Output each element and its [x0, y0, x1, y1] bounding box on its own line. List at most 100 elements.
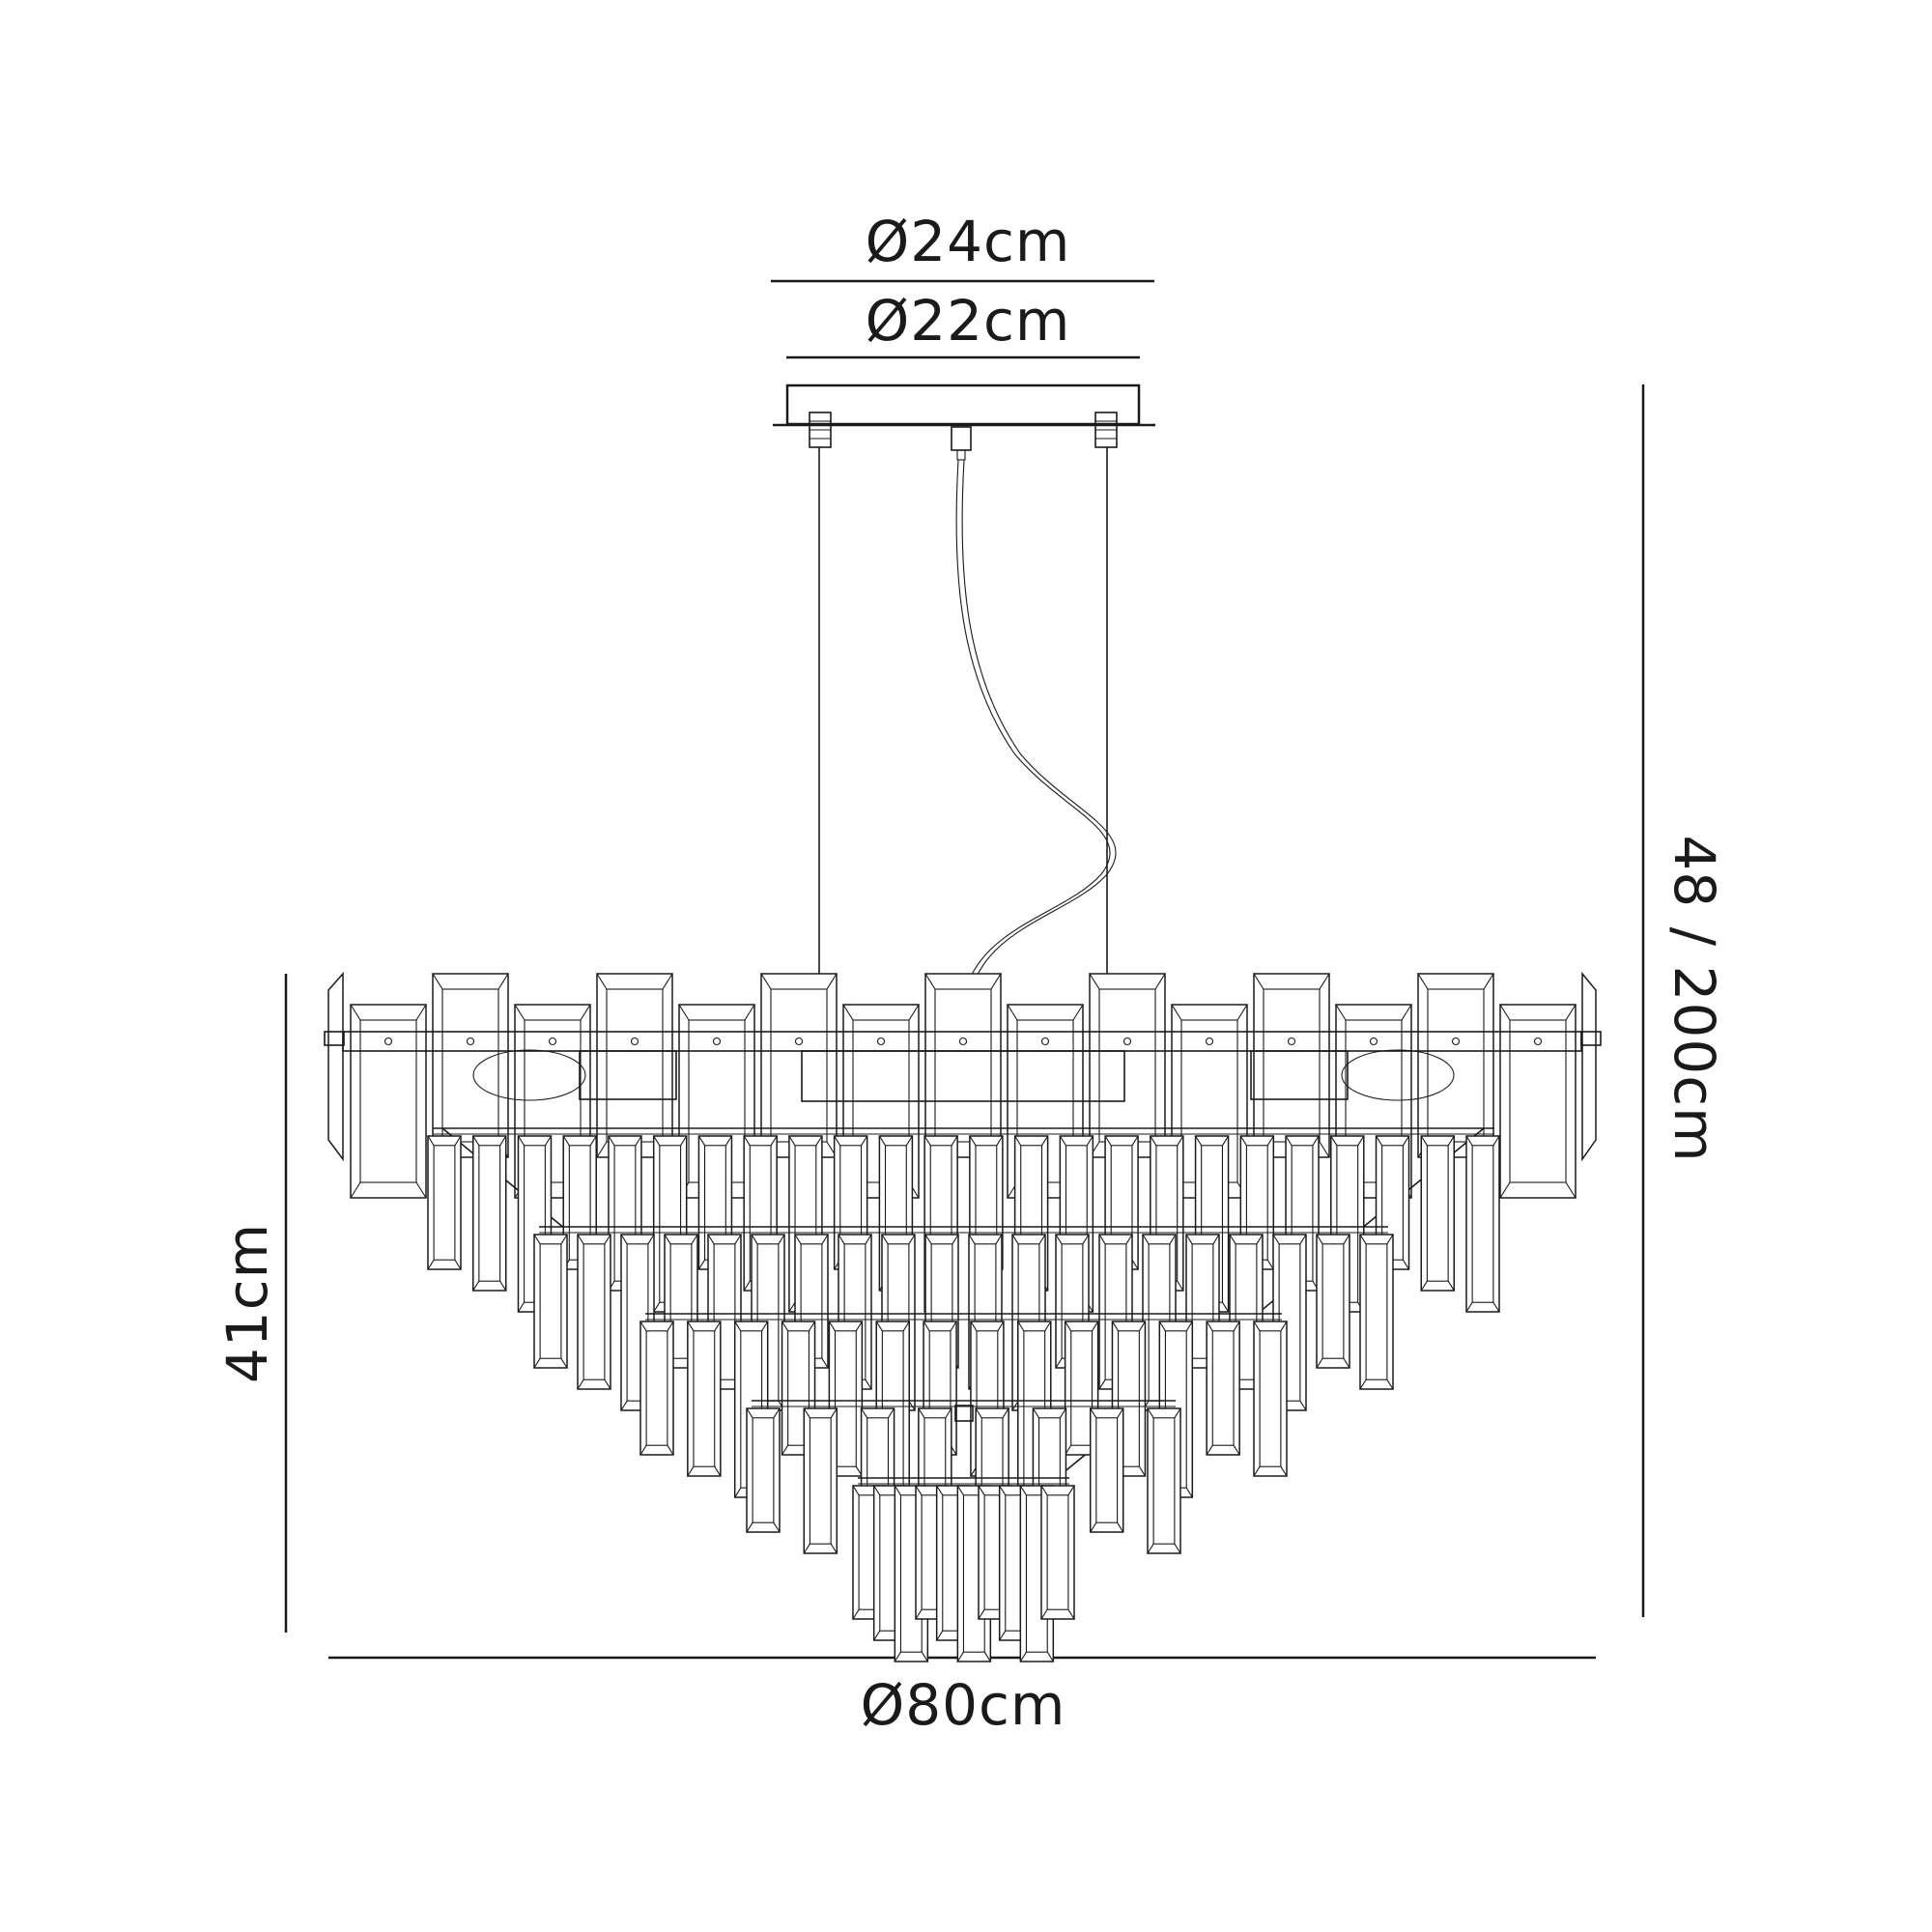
- crystal-tier-1-edge: [580, 1004, 591, 1021]
- crystal-tier-4-edge: [1092, 1321, 1099, 1332]
- canopy-outer-diameter-label: Ø24cm: [866, 209, 1071, 274]
- crystal-tier-3-edge: [1125, 1234, 1133, 1245]
- crystal-tier-1-facet: [1345, 1019, 1403, 1183]
- crystal-tier-1-edge: [350, 1004, 361, 1021]
- crystal-tier-2-edge: [1285, 1135, 1293, 1147]
- crystal-tier-1-edge: [1171, 1004, 1182, 1021]
- crystal-tier-5-facet: [1152, 1417, 1176, 1545]
- crystal-tier-3-edge: [1316, 1234, 1323, 1245]
- crystal-tier-2-edge: [1312, 1135, 1320, 1147]
- crystal-tier-6-edge: [921, 1651, 928, 1662]
- crystal-tier-1: [760, 973, 838, 1158]
- overall-drop-label: 48 / 200cm: [1662, 835, 1727, 1162]
- crystal-tier-1-edge: [415, 1181, 427, 1199]
- crystal-tier-6-edge: [873, 1485, 881, 1496]
- crystal-tier-1-edge: [596, 973, 608, 990]
- crystal-tier-4: [687, 1321, 722, 1477]
- crystal-tier-6-edge: [999, 1630, 1007, 1641]
- frame-screw: [794, 1037, 804, 1046]
- crystal-tier-4-edge: [1185, 1321, 1193, 1332]
- frame-screw: [712, 1037, 722, 1046]
- crystal-tier-4-edge: [781, 1444, 789, 1456]
- crystal-tier-5-edge: [861, 1407, 868, 1419]
- crystal-tier-3-edge: [1343, 1234, 1350, 1245]
- crystal-tier-3-edge: [577, 1378, 584, 1390]
- crystal-tier-3-edge: [1098, 1234, 1106, 1245]
- crystal-tier-4-edge: [714, 1465, 722, 1477]
- crystal-tier-5: [746, 1407, 781, 1533]
- crystal-tier-6-edge: [1067, 1485, 1075, 1496]
- crystal-tier-4: [639, 1321, 674, 1456]
- crystal-tier-3-facet: [539, 1243, 562, 1359]
- crystal-tier-3-edge: [691, 1234, 698, 1245]
- crystal-tier-2-edge: [1402, 1135, 1409, 1147]
- crystal-tier-6-edge: [999, 1485, 1007, 1496]
- crystal-tier-4-edge: [714, 1321, 722, 1332]
- crystal-tier-5-edge: [1174, 1543, 1181, 1554]
- crystal-tier-1-edge: [497, 973, 509, 990]
- crystal-tier-4-edge: [734, 1487, 742, 1498]
- crystal-tier-2-edge: [1041, 1135, 1049, 1147]
- crystal-tier-2-edge: [544, 1135, 552, 1147]
- crystal-tier-2-edge: [1357, 1135, 1365, 1147]
- crystal-tier-2-edge: [815, 1135, 823, 1147]
- crystal-tier-5: [1147, 1407, 1181, 1554]
- crystal-tier-6-facet: [1046, 1494, 1069, 1610]
- crystal-tier-1-edge: [1253, 973, 1264, 990]
- crystal-tier-3-facet: [582, 1243, 606, 1380]
- crystal-tier-4-edge: [639, 1321, 647, 1332]
- crystal-tier-2-edge: [1177, 1280, 1184, 1292]
- crystal-tier-3-edge: [1359, 1234, 1367, 1245]
- crystal-tier-5-edge: [887, 1407, 895, 1419]
- crystal-tier-3-edge: [865, 1234, 872, 1245]
- crystal-tier-4-edge: [1206, 1444, 1213, 1456]
- crystal-tier-5-facet: [1095, 1417, 1119, 1523]
- crystal-tier-2-edge: [499, 1280, 507, 1292]
- crystal-tier-2-edge: [1014, 1135, 1022, 1147]
- crystal-tier-6-edge: [1046, 1651, 1054, 1662]
- crystal-tier-3-edge: [908, 1234, 916, 1245]
- crystal-tier-4-edge: [902, 1321, 910, 1332]
- crystal-tier-4-edge: [1233, 1444, 1240, 1456]
- crystal-tier-4-edge: [1206, 1321, 1213, 1332]
- crystal-tier-1-facet: [1509, 1019, 1567, 1183]
- crystal-tier-6-edge: [983, 1651, 991, 1662]
- crystal-tier-1-edge: [1154, 973, 1166, 990]
- crystal-tier-5-edge: [1174, 1407, 1181, 1419]
- crystal-tier-5-edge: [830, 1543, 838, 1554]
- crystal-tier-3: [1316, 1234, 1350, 1369]
- bottom-hub: [954, 1405, 974, 1422]
- frame-screw: [1451, 1037, 1461, 1046]
- crystal-tier-1-edge: [596, 1141, 608, 1158]
- crystal-tier-1: [1499, 1004, 1577, 1199]
- crystal-tier-4-facet: [645, 1330, 668, 1446]
- crystal-tier-2-edge: [1104, 1135, 1112, 1147]
- crystal-tier-4-facet: [1259, 1330, 1282, 1467]
- crystal-tier-5-edge: [803, 1543, 810, 1554]
- crystal-tier-3-edge: [1185, 1234, 1193, 1245]
- crystal-tier-1-edge: [678, 1004, 690, 1021]
- crystal-tier-3: [1359, 1234, 1394, 1390]
- crystal-tier-2-edge: [427, 1135, 435, 1147]
- crystal-tier-3-edge: [1386, 1234, 1394, 1245]
- crystal-end-left: [327, 972, 344, 1162]
- crystal-tier-3-edge: [577, 1234, 584, 1245]
- crystal-tier-2-edge: [996, 1135, 1004, 1147]
- crystal-tier-6-edge: [1019, 1485, 1027, 1496]
- crystal-tier-1-edge: [744, 1004, 755, 1021]
- crystal-tier-2-edge: [1221, 1301, 1230, 1313]
- crystal-tier-4-facet: [834, 1330, 857, 1467]
- crystal-tier-1-edge: [1335, 1004, 1347, 1021]
- crystal-tier-5-edge: [1090, 1521, 1097, 1533]
- crystal-tier-2-edge: [951, 1135, 958, 1147]
- crystal-tier-5-edge: [975, 1407, 982, 1419]
- crystal-tier-4-edge: [1280, 1465, 1288, 1477]
- crystal-tier-2-edge: [1131, 1259, 1139, 1270]
- crystal-tier-4-edge: [639, 1444, 647, 1456]
- crystal-tier-3-facet: [1365, 1243, 1388, 1380]
- crystal-tier-4-edge: [687, 1321, 695, 1332]
- crystal-tier-4-facet: [1070, 1330, 1094, 1446]
- crystal-tier-3-edge: [1272, 1234, 1280, 1245]
- crystal-tier-6-edge: [978, 1608, 985, 1620]
- crystal-tier-2-edge: [878, 1135, 886, 1147]
